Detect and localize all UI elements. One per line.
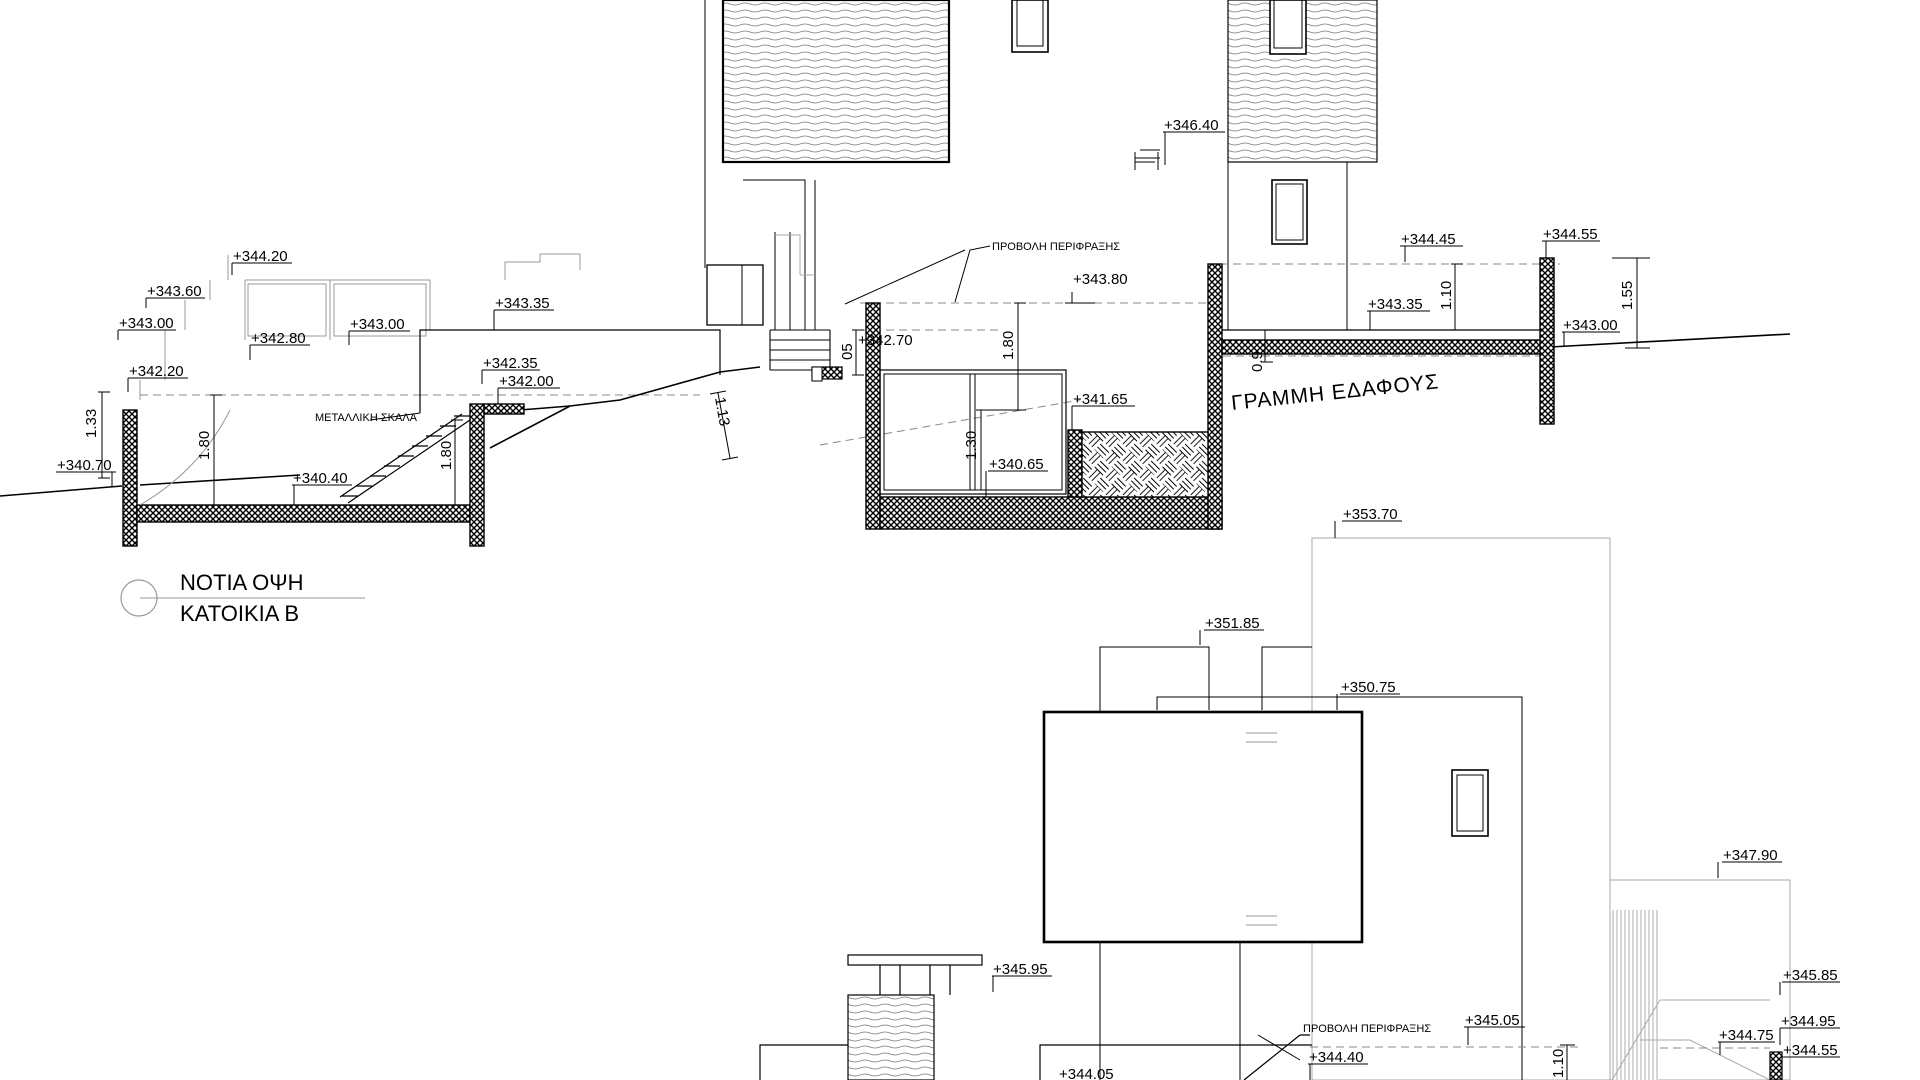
label-ground-line: ΓΡΑΜΜΗ ΕΔΑΦΟΥΣ [1230,370,1440,415]
svg-text:+344.55: +344.55 [1783,1042,1838,1059]
svg-text:+344.05: +344.05 [1059,1066,1114,1080]
label-fence-projection-2: ΠΡΟΒΟΛΗ ΠΕΡΙΦΡΑΞΗΣ [1303,1023,1431,1035]
ground-line [0,333,1791,497]
svg-text:+344.75: +344.75 [1719,1027,1774,1044]
left-volume-outline [419,329,721,413]
lower-window [1451,769,1489,837]
label-metal-stair: ΜΕΤΑΛΛΙΚΗ ΣΚΑΛΑ [315,412,418,424]
svg-text:+344.45: +344.45 [1401,231,1456,248]
level-texts-upper: +344.20 +343.60 +343.00 +342.80 +343.00 … [57,117,1618,487]
pool-slab [879,496,1223,530]
drawing-title: ΝΟΤΙΑ ΟΨΗ ΚΑΤΟΙΚΙΑ Β [120,570,365,626]
glass-box-outer [879,369,1067,495]
entry-steps [769,329,831,371]
lower-elevation: ΠΡΟΒΟΛΗ ΠΕΡΙΦΡΑΞΗΣ [759,537,1791,1080]
svg-text:+353.70: +353.70 [1343,506,1398,523]
chimney-body [847,994,935,1080]
window-upper-4-inner [1275,183,1304,241]
svg-text:1.13: 1.13 [711,396,733,428]
svg-text:+344.95: +344.95 [1781,1013,1836,1030]
svg-text:+344.20: +344.20 [233,248,288,265]
lower-stair-volume [1609,879,1791,1080]
svg-text:+345.85: +345.85 [1783,967,1838,984]
dashed-lines-upper [140,263,1560,446]
svg-text:+343.35: +343.35 [1368,296,1423,313]
window-upper-2 [1016,0,1044,47]
svg-text:+340.40: +340.40 [293,470,348,487]
level-markers-upper [56,131,1620,505]
lower-post-rr [1769,1051,1783,1080]
lower-main-box [1042,710,1364,944]
glass-box-inner [883,373,1063,491]
svg-text:+342.70: +342.70 [858,332,913,349]
svg-text:1.10: 1.10 [1438,281,1455,310]
window-upper-1 [1011,0,1049,53]
svg-text:1.33: 1.33 [83,409,100,438]
left-basement-wall-r [469,403,485,547]
svg-text:+343.80: +343.80 [1073,271,1128,288]
svg-text:+346.40: +346.40 [1164,117,1219,134]
svg-text:+342.80: +342.80 [251,330,306,347]
svg-text:+344.40: +344.40 [1309,1049,1364,1066]
level-texts-lower: +353.70 +351.85 +350.75 +347.90 +345.95 … [993,506,1838,1080]
window-upper-4 [1271,179,1308,245]
svg-text:+351.85: +351.85 [1205,615,1260,632]
upper-wall-lines-grey [775,234,815,276]
left-step-slab [483,403,525,415]
svg-text:+342.00: +342.00 [499,373,554,390]
svg-text:+345.95: +345.95 [993,961,1048,978]
label-fence-projection-1: ΠΡΟΒΟΛΗ ΠΕΡΙΦΡΑΞΗΣ [992,241,1120,253]
svg-text:1.30: 1.30 [963,431,980,460]
svg-text:+342.20: +342.20 [129,363,184,380]
svg-text:0.9: 0.9 [1249,351,1266,372]
svg-text:1.55: 1.55 [1619,281,1636,310]
dimensions-upper: 1.33 1.80 1.80 1.13 05 1.80 1.30 0.9 1.1… [83,257,1650,506]
pool-wall-mid [1067,429,1083,498]
title-line-2: ΚΑΤΟΙΚΙΑ Β [180,601,299,626]
pool-wall-right [1207,263,1223,530]
wood-deck [1081,431,1209,498]
svg-text:+345.05: +345.05 [1465,1012,1520,1029]
left-basement-wall-l [122,409,138,547]
svg-text:+344.55: +344.55 [1543,226,1598,243]
svg-text:+343.00: +343.00 [1563,317,1618,334]
svg-text:+343.00: +343.00 [119,315,174,332]
svg-text:05: 05 [839,343,856,360]
svg-text:+341.65: +341.65 [1073,391,1128,408]
title-line-1: ΝΟΤΙΑ ΟΨΗ [180,570,304,595]
svg-text:+340.70: +340.70 [57,457,112,474]
svg-text:+350.75: +350.75 [1341,679,1396,696]
level-markers-lower [992,520,1840,1080]
upper-wall-lines [704,0,1348,330]
metal-stair [339,413,471,504]
svg-text:1.80: 1.80 [196,431,213,460]
tower-left-upper [721,0,951,164]
chimney-cap [847,954,983,966]
svg-text:+343.60: +343.60 [147,283,202,300]
window-upper-3 [1269,0,1307,55]
dimensions-lower: 1.10 [1550,1044,1575,1080]
right-terrace-post [1539,257,1555,425]
lower-roof-outline [1099,646,1523,1080]
svg-text:+342.35: +342.35 [483,355,538,372]
svg-text:+340.65: +340.65 [989,456,1044,473]
svg-text:+343.35: +343.35 [495,295,550,312]
upper-elevation: ΠΡΟΒΟΛΗ ΠΕΡΙΦΡΑΞΗΣ ΜΕΤΑΛΛΙΚΗ ΣΚΑΛΑ ΓΡΑΜΜ… [0,0,1791,547]
svg-text:1.80: 1.80 [438,441,455,470]
svg-text:1.80: 1.80 [1000,331,1017,360]
right-terrace-slab [1221,339,1548,355]
window-upper-3-inner [1273,0,1303,49]
lower-stair-stripes [1612,910,1658,1080]
svg-text:1.10: 1.10 [1550,1049,1567,1078]
svg-text:+343.00: +343.00 [350,316,405,333]
svg-text:+347.90: +347.90 [1723,847,1778,864]
door-upper [706,264,764,326]
left-basement-slab [136,504,471,523]
